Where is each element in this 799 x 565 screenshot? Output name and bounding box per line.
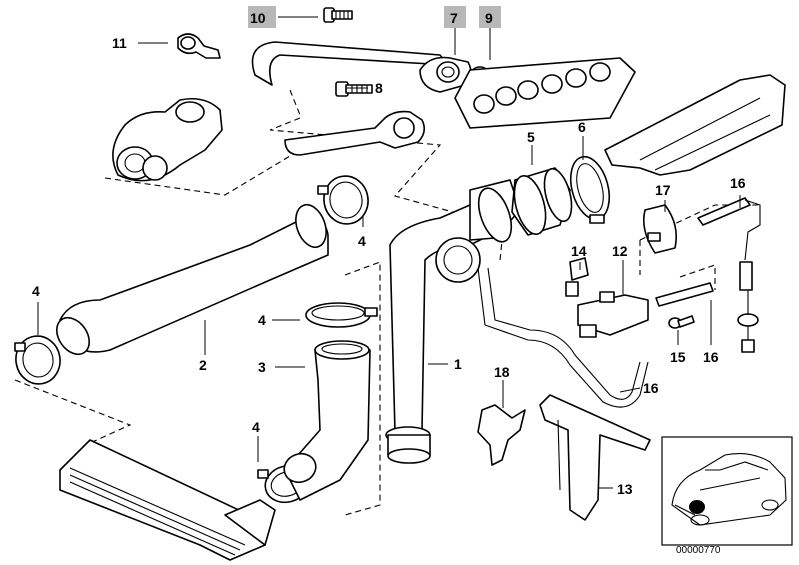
- vehicle-locator-inset: 00000770: [661, 436, 793, 556]
- callout-1[interactable]: 1: [454, 356, 462, 372]
- part-4-clamp-left[interactable]: [12, 333, 64, 388]
- leader-lines: [37, 16, 741, 489]
- oil-return-pipe-lower[interactable]: [284, 110, 426, 156]
- part-18-bracket[interactable]: [477, 404, 526, 466]
- callout-5[interactable]: 5: [527, 129, 535, 145]
- callout-16-right[interactable]: 16: [703, 349, 719, 365]
- turbocharger[interactable]: [112, 97, 223, 182]
- callout-18[interactable]: 18: [494, 364, 510, 380]
- callout-7-highlight: [444, 6, 466, 28]
- part-13-support-bracket[interactable]: [539, 394, 651, 521]
- part-12-solenoid-valve[interactable]: [577, 291, 649, 338]
- manifold-ports: [473, 62, 611, 114]
- part-2-intercooler-hose[interactable]: [50, 201, 332, 361]
- part-15-screw[interactable]: [668, 315, 695, 329]
- callout-4-upper[interactable]: 4: [358, 233, 366, 249]
- callout-4-lower[interactable]: 4: [252, 419, 260, 435]
- part-16-hose-right[interactable]: [655, 282, 714, 307]
- callout-labels: 10 7 9 11 8 5 6 4 4 4 4 2 3 1 17 16 14 1…: [32, 6, 746, 497]
- part-4-clamp-upper-right[interactable]: [317, 173, 372, 228]
- callout-6[interactable]: 6: [578, 119, 586, 135]
- callout-8[interactable]: 8: [375, 80, 383, 96]
- callout-12[interactable]: 12: [612, 243, 628, 259]
- callout-15[interactable]: 15: [670, 349, 686, 365]
- vacuum-valve-assembly[interactable]: [737, 199, 761, 353]
- exhaust-manifold[interactable]: [454, 57, 636, 129]
- part-11-clamp[interactable]: [177, 33, 221, 59]
- part-16-hose-upper[interactable]: [697, 197, 751, 226]
- callout-16-lower[interactable]: 16: [643, 380, 659, 396]
- part-10-bolt[interactable]: [323, 7, 353, 23]
- part-5-sleeve[interactable]: [509, 166, 577, 238]
- part-17-filter[interactable]: [642, 204, 678, 254]
- callout-16-upper[interactable]: 16: [730, 175, 746, 191]
- callout-4-middle[interactable]: 4: [258, 312, 266, 328]
- part-14-connector[interactable]: [565, 257, 589, 297]
- intercooler[interactable]: [59, 439, 276, 561]
- callout-9[interactable]: 9: [485, 10, 493, 26]
- callout-11[interactable]: 11: [112, 35, 127, 51]
- part-1-charge-pipe[interactable]: [385, 179, 521, 464]
- part-16-vacuum-hose-lower[interactable]: [477, 267, 649, 408]
- callout-4-left[interactable]: 4: [32, 283, 40, 299]
- oil-return-pipe-upper[interactable]: [251, 41, 472, 93]
- inset-image-id: 00000770: [676, 545, 721, 556]
- part-3-elbow-hose[interactable]: [280, 340, 371, 501]
- callout-9-highlight: [479, 6, 501, 28]
- part-6-clamp[interactable]: [564, 152, 615, 224]
- part-4-clamp-middle[interactable]: [305, 302, 378, 328]
- callout-14[interactable]: 14: [571, 243, 587, 259]
- callout-10-highlight: [248, 6, 276, 28]
- callout-3[interactable]: 3: [258, 359, 266, 375]
- callout-17[interactable]: 17: [655, 182, 671, 198]
- callout-10[interactable]: 10: [250, 10, 266, 26]
- part-8-bolt[interactable]: [335, 81, 373, 97]
- intake-manifold-cover[interactable]: [604, 74, 786, 176]
- callout-7[interactable]: 7: [450, 10, 458, 26]
- callout-13[interactable]: 13: [617, 481, 633, 497]
- callout-2[interactable]: 2: [199, 357, 207, 373]
- car-outline: [671, 453, 787, 526]
- location-marker: [689, 500, 705, 514]
